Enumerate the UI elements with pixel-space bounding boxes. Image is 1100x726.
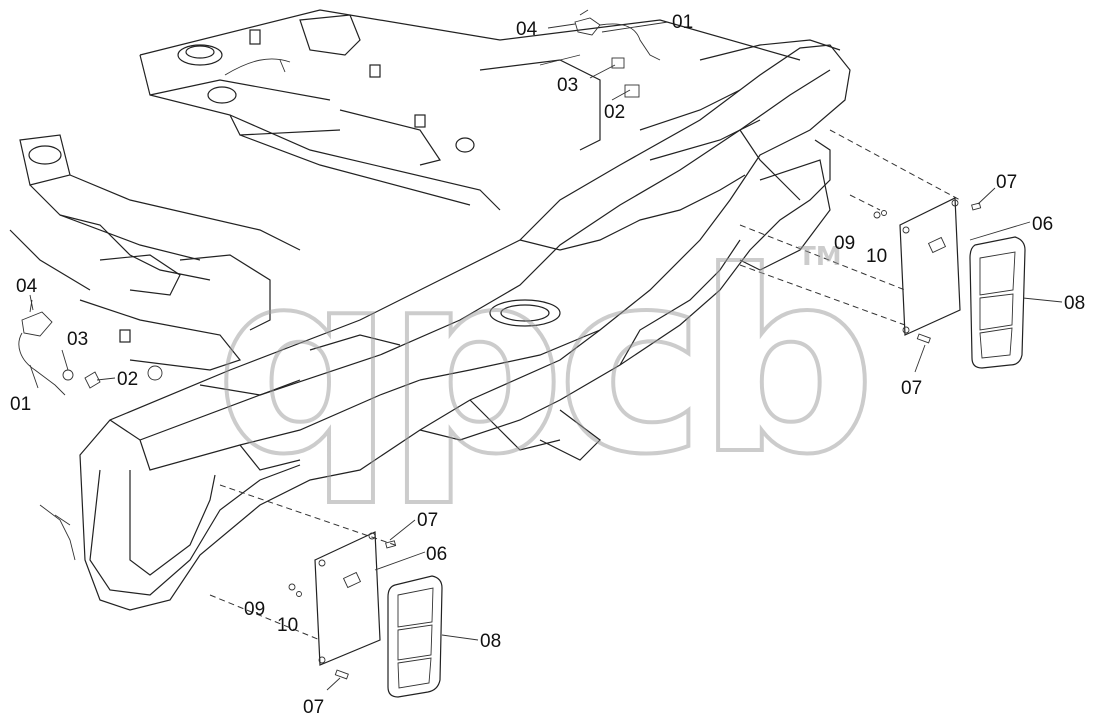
callout-08-bottom: 08 [480, 631, 501, 652]
left-sensor-wiring [18, 299, 163, 561]
callout-07-right-bottom: 07 [901, 378, 922, 399]
callout-09-right: 09 [834, 233, 855, 254]
bottom-lamp-lens [387, 575, 443, 698]
right-lamp-lens [969, 236, 1026, 369]
callout-10-bottom: 10 [277, 615, 298, 636]
callout-03-top: 03 [557, 75, 578, 96]
axle-frame-body [79, 39, 851, 611]
chassis-frame [9, 9, 801, 371]
watermark-tm: TM [798, 242, 842, 272]
bottom-lamp-assembly [288, 531, 443, 698]
callout-01-left: 01 [10, 394, 31, 415]
leader-lines [29, 21, 1063, 691]
callout-06-bottom: 06 [426, 544, 447, 565]
callout-04-top: 04 [516, 19, 538, 40]
callout-labels: 04 01 03 02 04 03 02 01 07 06 09 10 08 0… [10, 12, 1085, 718]
callout-07-bottom-top: 07 [417, 510, 438, 531]
callout-07-right-top: 07 [996, 172, 1017, 193]
callout-02-left: 02 [117, 369, 138, 390]
callout-02-top: 02 [604, 102, 625, 123]
callout-06-right: 06 [1032, 214, 1053, 235]
callout-03-left: 03 [67, 329, 88, 350]
right-bracket-plate [899, 197, 961, 336]
watermark-text: qpcb [215, 218, 868, 509]
callout-10-right: 10 [866, 246, 887, 267]
watermark: qpcb TM [213, 216, 878, 511]
callout-01-top: 01 [672, 12, 693, 33]
callout-07-bottom-bottom: 07 [303, 697, 324, 718]
callout-08-right: 08 [1064, 293, 1085, 314]
callout-04-left: 04 [16, 276, 38, 297]
right-lamp-assembly [873, 197, 1026, 369]
callout-09-bottom: 09 [244, 599, 265, 620]
assembly-lines [209, 129, 961, 641]
bottom-bracket-plate [314, 531, 381, 666]
